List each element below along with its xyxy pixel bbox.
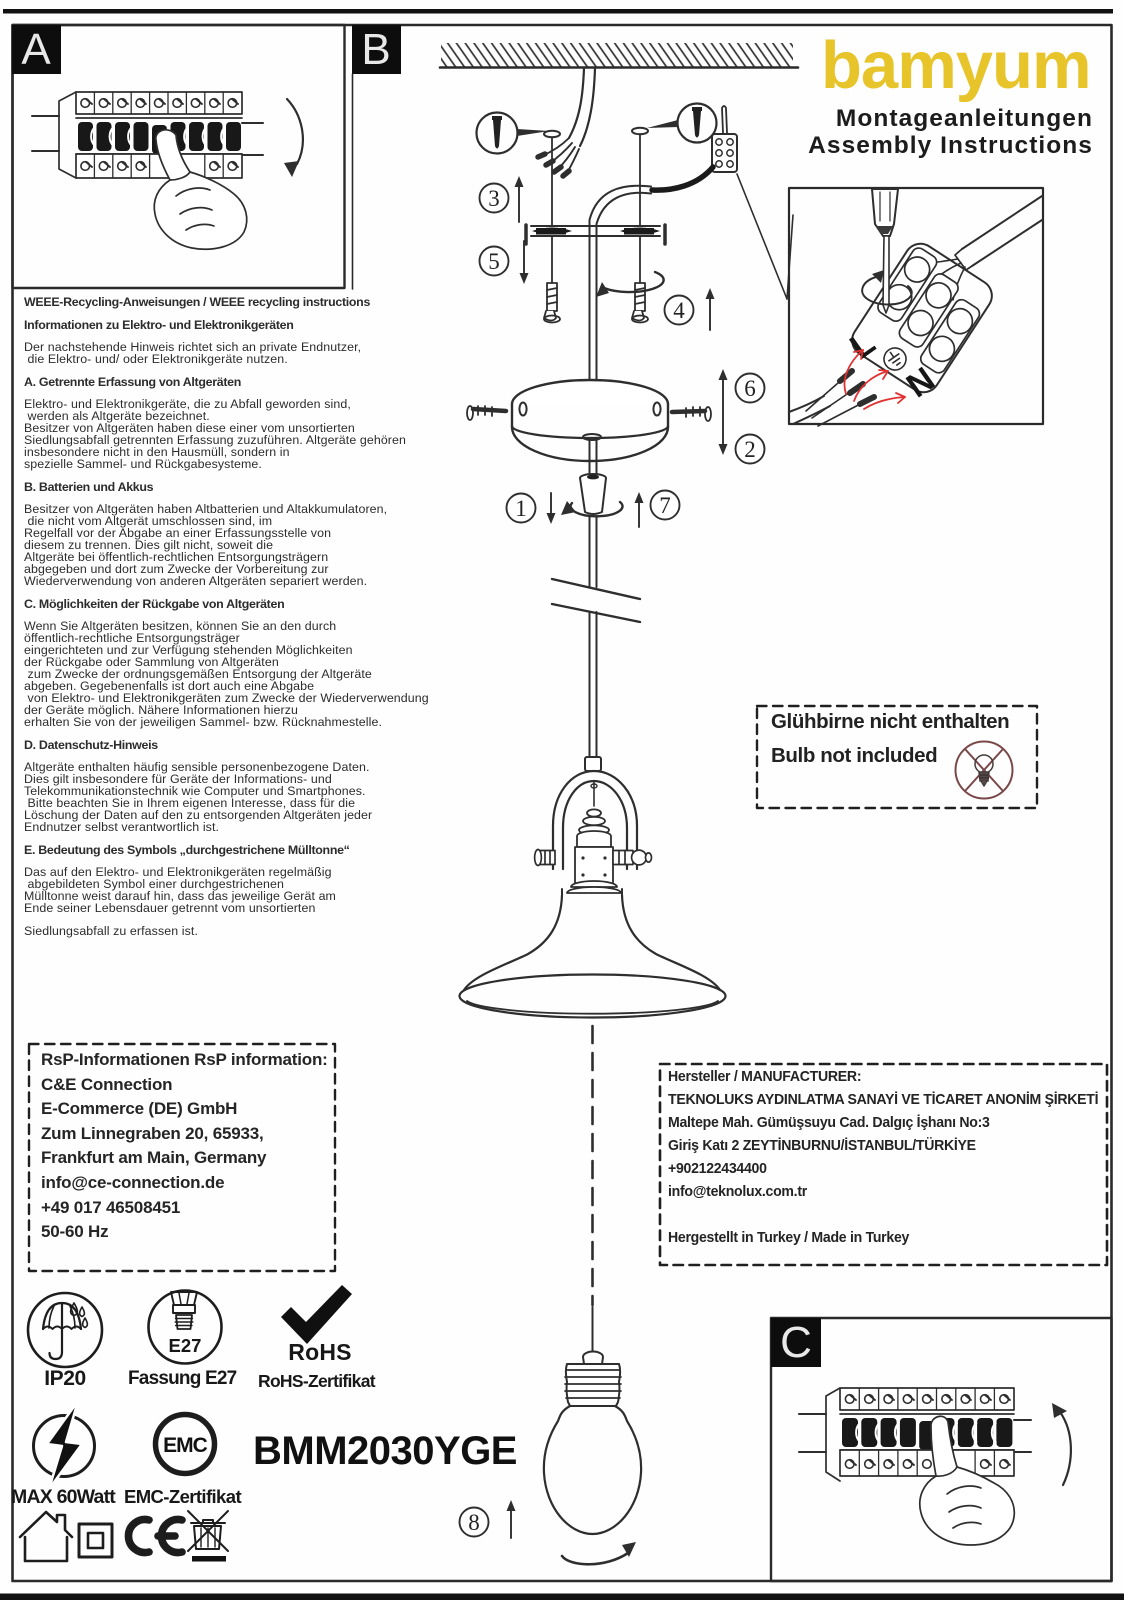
svg-text:C: C (780, 1318, 812, 1367)
svg-text:A: A (21, 25, 51, 74)
svg-text:L: L (843, 323, 882, 366)
svg-text:2: 2 (744, 437, 756, 462)
svg-text:E27: E27 (169, 1335, 202, 1356)
svg-text:8: 8 (468, 1510, 480, 1535)
svg-text:4: 4 (673, 298, 685, 323)
svg-text:3: 3 (488, 186, 500, 211)
svg-text:5: 5 (488, 249, 500, 274)
svg-text:7: 7 (659, 493, 671, 518)
svg-text:EMC: EMC (163, 1434, 208, 1457)
svg-text:1: 1 (515, 496, 527, 521)
svg-text:B: B (361, 25, 390, 74)
svg-text:6: 6 (744, 376, 756, 401)
